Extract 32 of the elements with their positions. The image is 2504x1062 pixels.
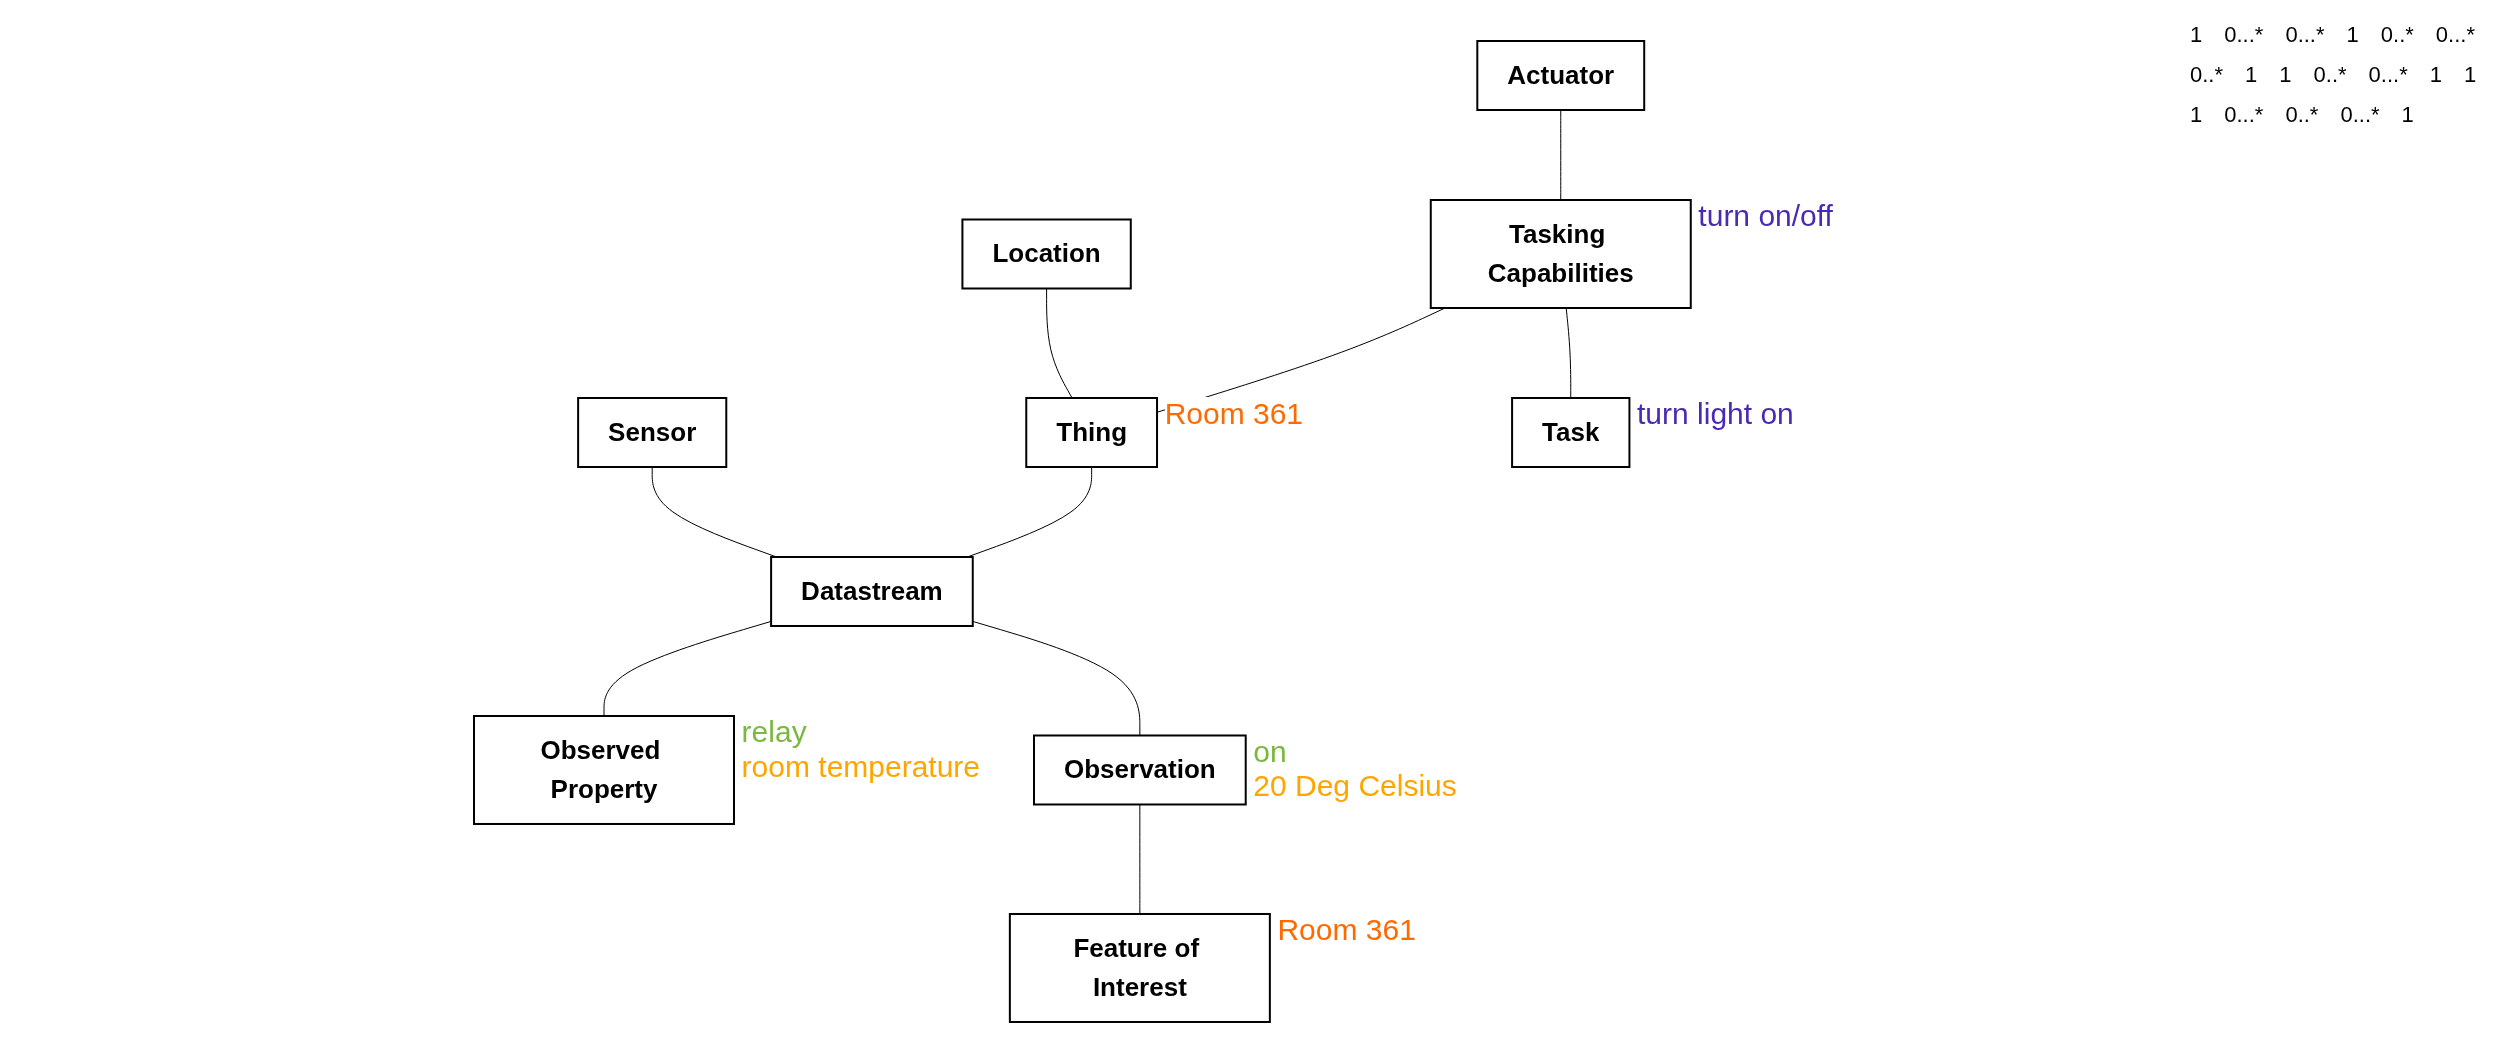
multiplicity-label: 1 [2345,21,2360,49]
node-box: Observation [1032,734,1247,805]
multiplicity-label: 0..* [2284,101,2320,129]
multiplicity-label: 0...* [2284,21,2326,49]
node-box: Observed Property [472,714,735,825]
connector [1138,803,1140,914]
multiplicity-label: 0..* [2379,21,2415,49]
node-box: Thing [1024,396,1158,468]
node-box: Actuator [1475,39,1645,111]
multiplicity-label: 1 [2428,61,2443,89]
multiplicity-label: 0...* [2223,101,2265,129]
connector [1565,307,1571,398]
multiplicity-label: 1 [2278,61,2293,89]
connector [1559,109,1561,200]
multiplicity-label: 1 [2189,101,2204,129]
multiplicity-label: 1 [2400,101,2415,129]
multiplicity-label: 0..* [2312,61,2348,89]
node-box: Task [1510,396,1631,468]
node-box: Sensor [576,396,727,468]
multiplicity-label: 0...* [2339,101,2381,129]
multiplicity-label: 1 [2462,61,2478,89]
multiplicity-label: 1 [2189,21,2204,49]
multiplicity-label: 0..* [2189,61,2225,89]
node-box: Location [961,218,1132,289]
node-box: Feature of Interest [1008,912,1271,1023]
node-box: Datastream [769,555,974,627]
multiplicity-label: 0...* [2223,21,2265,49]
node-box: Tasking Capabilities [1429,198,1692,309]
multiplicity-label: 0...* [2434,21,2476,49]
connector [1045,287,1073,398]
multiplicity-label: 0...* [2367,61,2409,89]
multiplicity-label: 1 [2244,61,2259,89]
